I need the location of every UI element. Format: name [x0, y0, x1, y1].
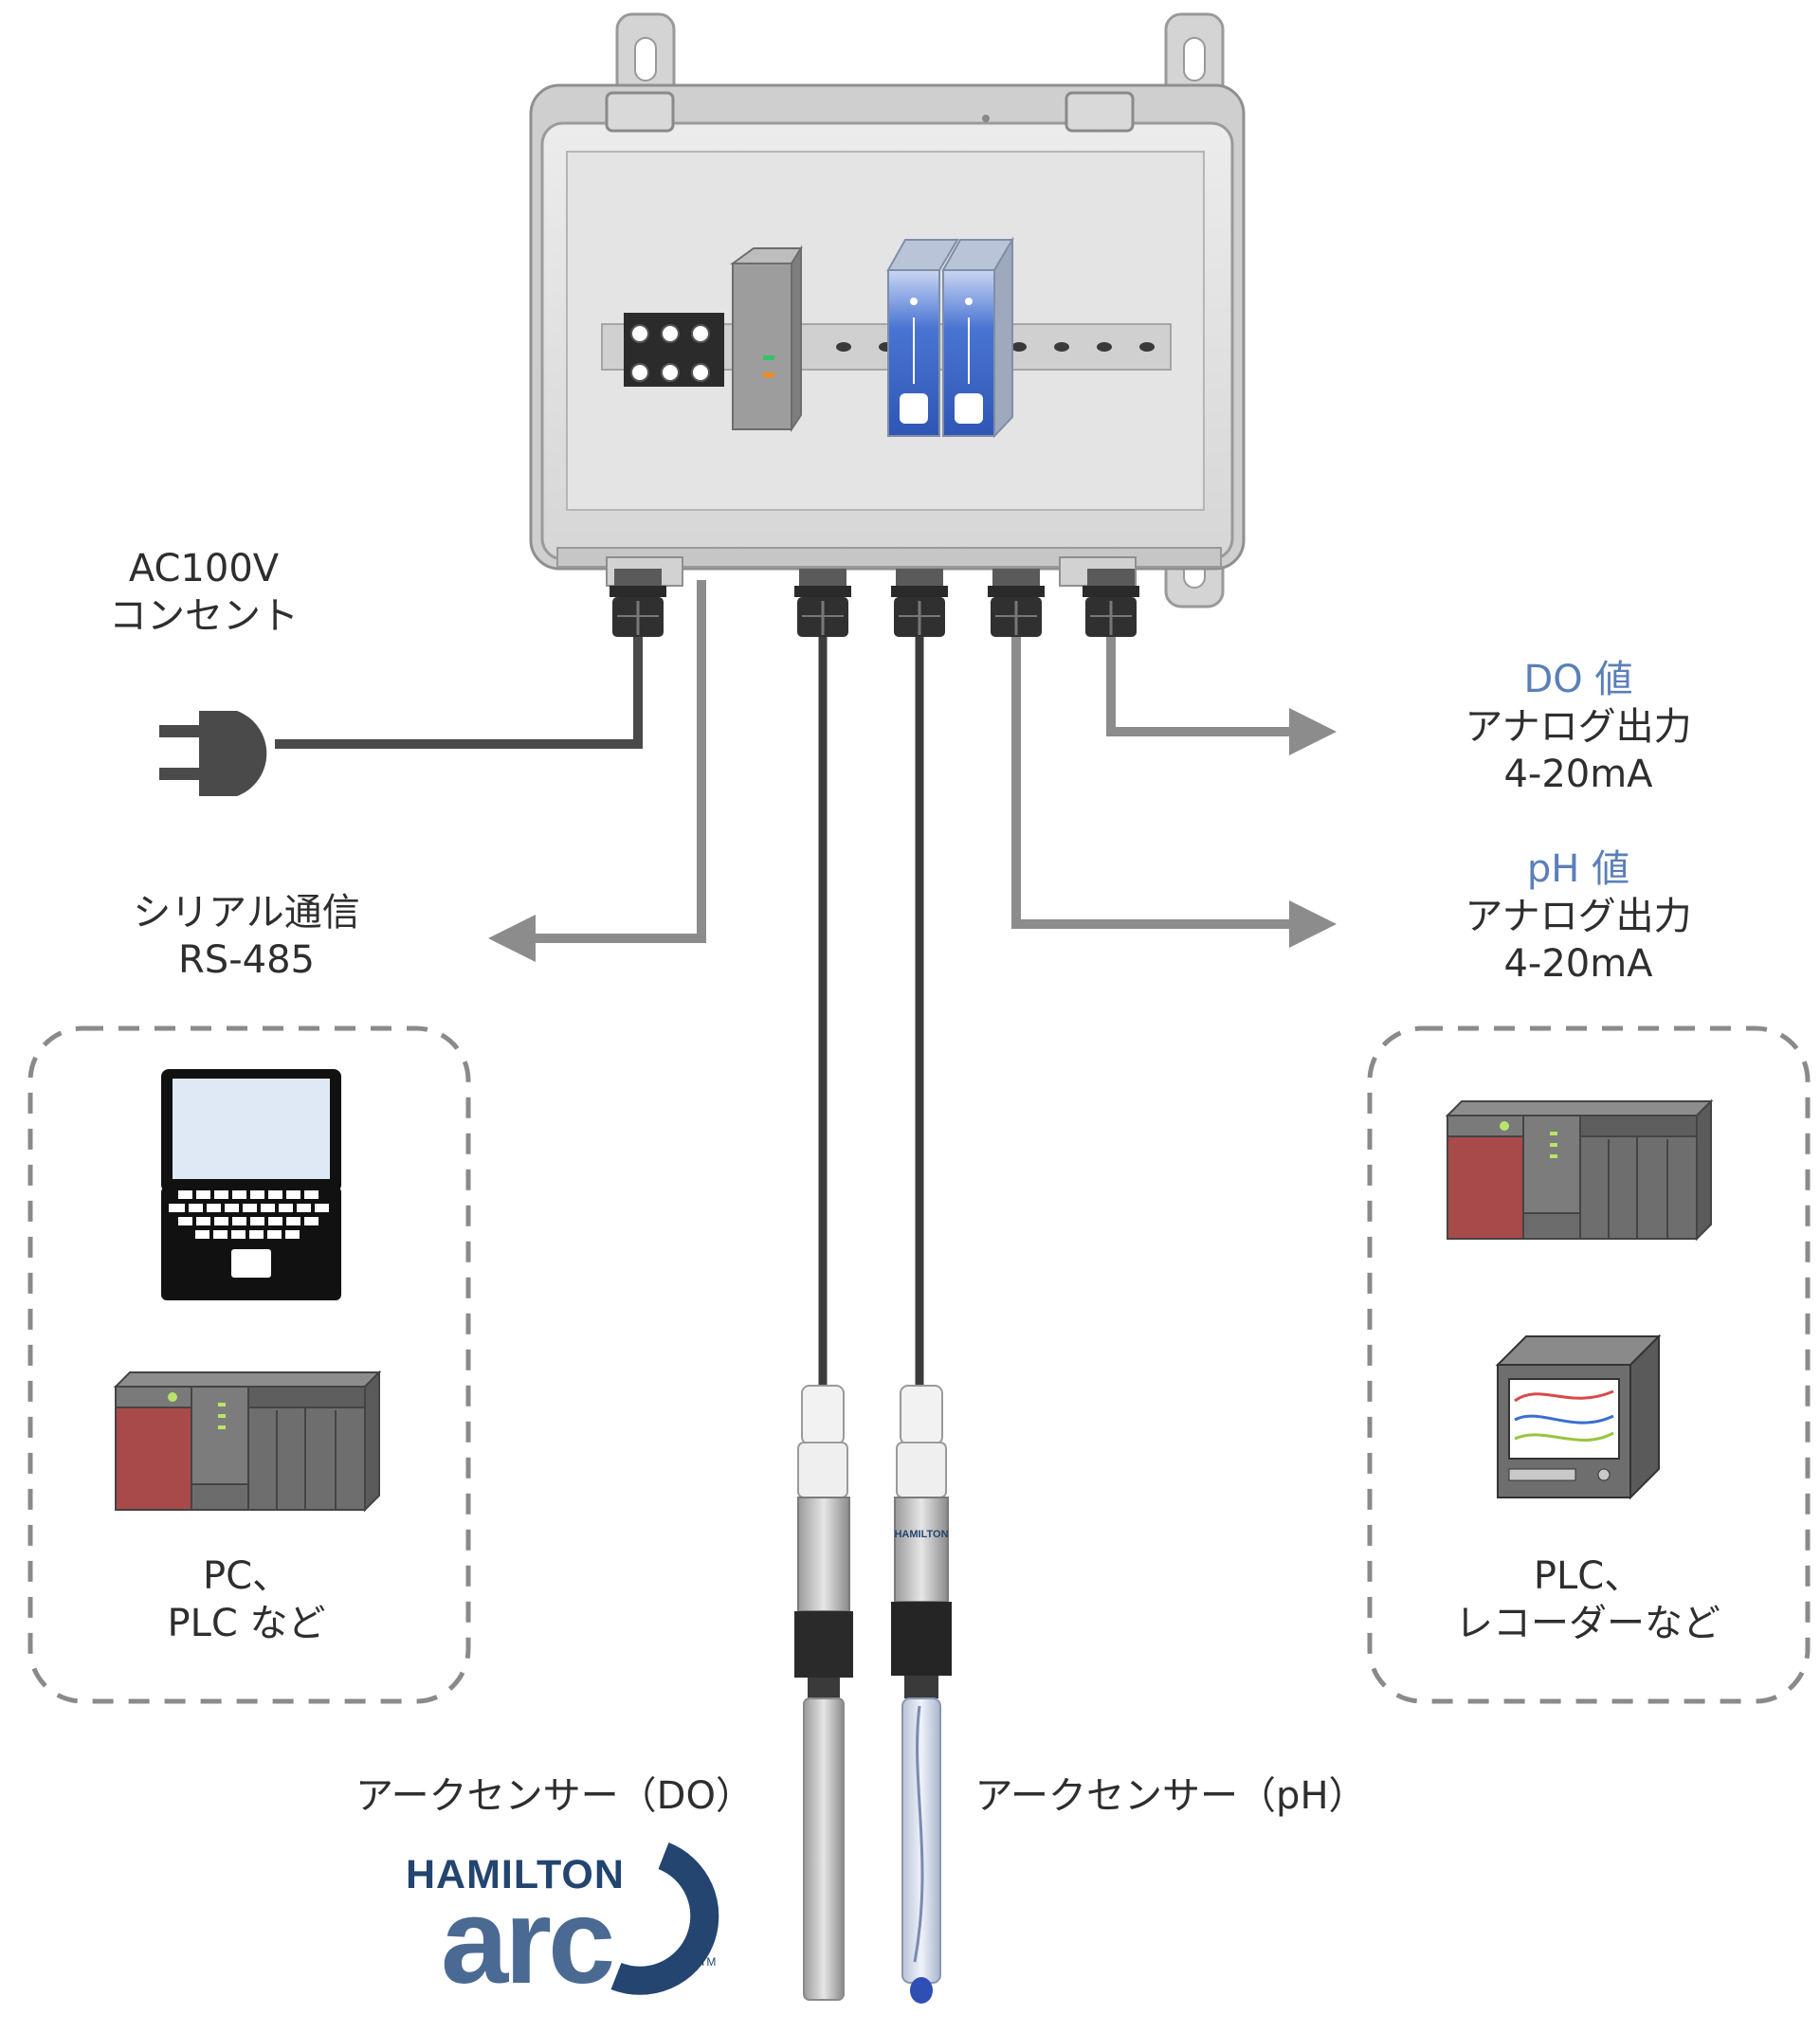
right-device-group: [1367, 1026, 1811, 1704]
do-output-arrow: [1106, 637, 1337, 755]
serial-label: シリアル通信 RS-485: [114, 889, 379, 984]
do-output-title: DO 値: [1523, 658, 1633, 701]
ph-output-title: pH 値: [1526, 847, 1630, 891]
cable-glands: [610, 569, 1139, 637]
sensor-do-label: アークセンサー（DO）: [351, 1772, 758, 1820]
power-plug-icon: [159, 711, 267, 796]
chart-recorder-icon: [1495, 1334, 1662, 1500]
control-box-icon: [529, 12, 1246, 637]
plc-icon-right: [1445, 1098, 1714, 1242]
ac-power-voltage: AC100V: [128, 547, 280, 590]
right-devices-line2: レコーダーなど: [1455, 1602, 1720, 1645]
transmitter-modules: [886, 236, 1014, 439]
left-devices-label: PC、 PLC など: [104, 1552, 389, 1647]
do-sensor: [794, 1385, 853, 2001]
ph-sensor-print: HAMILTON: [894, 1529, 948, 1540]
serial-title: シリアル通信: [133, 891, 360, 935]
do-output-label: DO 値 アナログ出力 4-20mA: [1427, 656, 1730, 798]
power-cable: [275, 637, 643, 749]
ph-output-range: 4-20mA: [1503, 942, 1653, 986]
sensor-ph-label: アークセンサー（pH）: [967, 1772, 1374, 1820]
laptop-icon: [161, 1069, 341, 1300]
serial-protocol: RS-485: [178, 938, 315, 982]
ph-output-label: pH 値 アナログ出力 4-20mA: [1427, 845, 1730, 988]
serial-arrow: [488, 580, 706, 962]
hamilton-arc-logo: HAMILTON arc TM: [406, 1842, 719, 2009]
logo-trademark: TM: [700, 1955, 716, 1969]
left-device-group: [27, 1026, 471, 1704]
ph-output-arrow: [1011, 637, 1337, 948]
right-devices-label: PLC、 レコーダーなど: [1417, 1552, 1758, 1647]
do-output-range: 4-20mA: [1503, 753, 1653, 796]
logo-brand: HAMILTON: [406, 1852, 625, 1897]
sensor-ph-text: アークセンサー（pH）: [974, 1774, 1367, 1818]
ph-output-type: アナログ出力: [1465, 895, 1692, 938]
do-output-type: アナログ出力: [1465, 705, 1692, 749]
sensor-do-text: アークセンサー（DO）: [355, 1774, 754, 1818]
ph-sensor: HAMILTON: [891, 1385, 952, 2004]
right-devices-line1: PLC、: [1533, 1554, 1643, 1598]
plc-icon: [113, 1370, 382, 1513]
ac-power-outlet: コンセント: [109, 594, 299, 638]
left-devices-line2: PLC など: [167, 1602, 326, 1645]
ac-power-label: AC100V コンセント: [90, 545, 318, 640]
left-devices-line1: PC、: [202, 1554, 291, 1598]
logo-product: arc: [441, 1874, 612, 2009]
